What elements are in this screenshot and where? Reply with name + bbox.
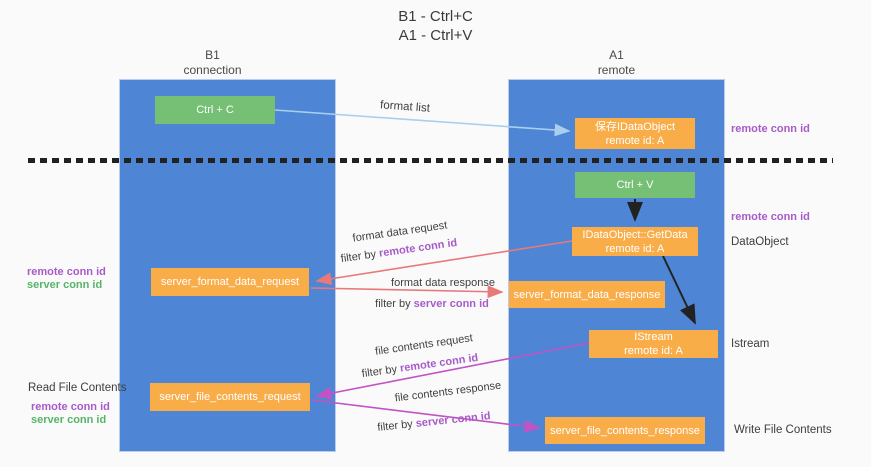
ctrl-v-box: Ctrl + V — [575, 172, 695, 198]
file-contents-response-arrow — [311, 399, 541, 433]
ctrl-v-label: Ctrl + V — [616, 179, 654, 191]
server-format-data-request-label: server_format_data_request — [160, 276, 300, 288]
write-file-contents-label: Write File Contents — [734, 424, 832, 436]
format-data-response-label: format data response — [391, 277, 495, 289]
istream-box: IStream remote id: A — [589, 330, 718, 358]
left-server-conn-id-label-1: server conn id — [27, 279, 103, 291]
save-idataobject-box: 保存IDataObject remote id: A — [575, 118, 695, 149]
right-remote-conn-id-label-2: remote conn id — [731, 211, 810, 223]
getdata-line2: remote id: A — [605, 242, 665, 255]
ctrl-c-label: Ctrl + C — [196, 104, 234, 116]
right-column-header: A1 remote — [508, 48, 725, 78]
istream-line1: IStream — [634, 331, 673, 343]
format-data-response-filter-label: filter by server conn id — [375, 298, 489, 310]
server-format-data-response-label: server_format_data_response — [513, 288, 661, 301]
istream-side-label: Istream — [731, 338, 770, 350]
left-column-subtitle: connection — [183, 63, 242, 77]
left-server-conn-id-label-2: server conn id — [31, 414, 107, 426]
getdata-to-istream-arrow — [662, 255, 696, 325]
title-line-2: A1 - Ctrl+V — [398, 27, 473, 44]
dataobject-label: DataObject — [731, 236, 789, 248]
diagram-title: B1 - Ctrl+C A1 - Ctrl+V — [0, 7, 871, 45]
istream-line2: remote id: A — [624, 345, 683, 357]
phase-separator-dashed-line — [28, 158, 833, 163]
format-data-response-arrow — [310, 285, 504, 299]
server-file-contents-request-box: server_file_contents_request — [150, 383, 310, 411]
format-list-arrow — [274, 109, 571, 137]
title-line-1: B1 - Ctrl+C — [398, 8, 473, 25]
getdata-box: IDataObject::GetData remote id: A — [572, 227, 698, 256]
server-file-contents-response-label: server_file_contents_response — [550, 424, 700, 437]
getdata-line1: IDataObject::GetData — [582, 228, 688, 241]
file-contents-request-arrow — [315, 342, 590, 400]
server-conn-id-text: server conn id — [413, 298, 489, 310]
save-idataobject-line1: 保存IDataObject — [594, 120, 676, 133]
server-format-data-request-box: server_format_data_request — [151, 268, 309, 296]
left-remote-conn-id-label-2: remote conn id — [31, 401, 110, 413]
server-file-contents-response-box: server_file_contents_response — [545, 417, 705, 444]
right-column-subtitle: remote — [597, 63, 636, 77]
filter-by-text: filter by — [375, 298, 411, 310]
left-column-name: B1 — [205, 48, 220, 62]
format-data-request-arrow — [315, 240, 573, 286]
save-idataobject-line2: remote id: A — [605, 134, 665, 147]
left-remote-conn-id-label-1: remote conn id — [27, 266, 106, 278]
right-remote-conn-id-label-1: remote conn id — [731, 123, 810, 135]
server-file-contents-request-label: server_file_contents_request — [159, 391, 301, 403]
read-file-contents-label: Read File Contents — [28, 382, 127, 394]
server-format-data-response-box: server_format_data_response — [509, 281, 665, 308]
right-column-name: A1 — [609, 48, 624, 62]
left-column-header: B1 connection — [104, 48, 321, 78]
ctrl-c-box: Ctrl + C — [155, 96, 275, 124]
